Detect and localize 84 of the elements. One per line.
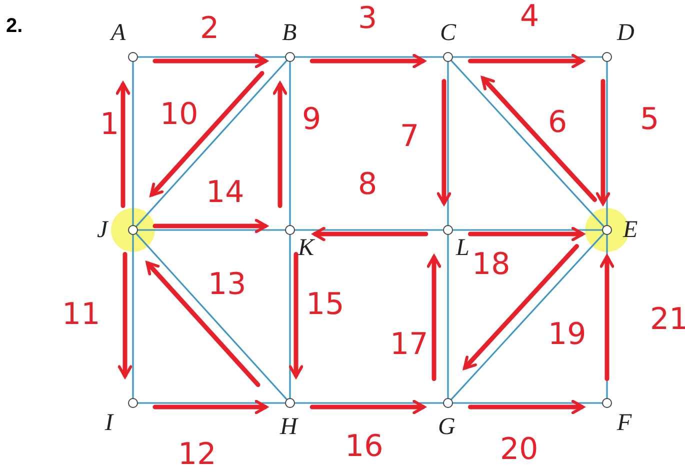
graph-edge — [447, 61, 449, 226]
graph-edge — [294, 229, 444, 231]
edge-label: 17 — [390, 330, 428, 360]
vertex — [128, 398, 138, 408]
graph-edge — [452, 402, 603, 404]
arrow — [436, 78, 452, 206]
vertex-label: J — [97, 218, 108, 242]
vertex-label: C — [440, 21, 456, 45]
edge-label: 3 — [358, 4, 378, 34]
vertex — [602, 52, 612, 62]
graph-edge — [450, 60, 604, 228]
arrow — [310, 54, 426, 68]
graph-edge — [136, 232, 288, 400]
graph-edge — [137, 229, 286, 231]
arrow — [596, 78, 610, 206]
arrow — [426, 254, 442, 382]
arrow — [150, 70, 264, 197]
edge-label: 2 — [200, 14, 220, 44]
edge-label: 4 — [520, 2, 540, 32]
edge-label: 6 — [548, 108, 568, 138]
arrow — [152, 54, 268, 68]
vertex — [285, 398, 295, 408]
arrow — [152, 218, 268, 234]
arrow — [468, 400, 584, 414]
vertex — [285, 225, 295, 235]
arrow — [116, 82, 130, 208]
vertex-label: H — [280, 415, 298, 439]
graph-edge — [136, 60, 288, 228]
edge-label: 15 — [306, 290, 344, 320]
arrow — [468, 226, 584, 242]
graph-edge — [294, 56, 444, 58]
vertex-label: A — [111, 21, 126, 45]
graph-edge — [452, 56, 603, 58]
vertex — [443, 52, 453, 62]
vertex — [602, 398, 612, 408]
vertex — [443, 225, 453, 235]
vertex-label: B — [282, 21, 297, 45]
graph-edge — [294, 402, 444, 404]
edge-label: 7 — [400, 122, 420, 152]
vertex-label: D — [617, 21, 634, 45]
edge-label: 8 — [358, 170, 378, 200]
edge-label: 21 — [650, 305, 685, 335]
vertex-label: I — [105, 411, 113, 435]
edge-label: 16 — [345, 432, 384, 462]
edge-label: 10 — [160, 100, 198, 130]
edge-label: 9 — [302, 105, 322, 135]
arrow — [463, 244, 579, 370]
vertex-label: F — [617, 411, 632, 435]
edge-label: 18 — [472, 250, 510, 280]
arrow — [146, 261, 260, 388]
arrow — [288, 252, 304, 378]
vertex — [285, 52, 295, 62]
graph-edge — [452, 229, 603, 231]
arrow — [272, 82, 288, 208]
vertex-label: K — [298, 236, 314, 260]
edge-label: 5 — [640, 105, 660, 135]
graph-edge — [137, 56, 286, 58]
vertex — [443, 398, 453, 408]
edge-label: 13 — [208, 270, 246, 300]
graph-edge — [450, 232, 604, 400]
arrow — [310, 400, 426, 414]
graph-edge — [289, 61, 291, 226]
problem-number: 2. — [6, 14, 23, 39]
graph-edge — [289, 234, 291, 399]
vertex-label: G — [438, 415, 456, 439]
vertex-label: L — [456, 236, 470, 260]
edge-label: 20 — [500, 435, 538, 465]
edge-label: 14 — [206, 178, 244, 208]
graph-edge — [137, 402, 286, 404]
vertex — [128, 52, 138, 62]
edge-label: 19 — [548, 320, 586, 350]
graph-edge — [132, 234, 134, 399]
edge-label: 1 — [100, 110, 120, 140]
arrow — [468, 54, 584, 68]
arrow — [118, 252, 132, 378]
edge-label: 11 — [62, 300, 100, 330]
graph-edge — [132, 61, 134, 226]
arrow — [152, 400, 268, 414]
arrow — [481, 76, 597, 202]
arrow — [312, 226, 428, 242]
arrow — [600, 254, 614, 382]
graph-edge — [447, 234, 449, 399]
graph-edge — [606, 61, 608, 226]
edge-label: 12 — [178, 440, 216, 470]
